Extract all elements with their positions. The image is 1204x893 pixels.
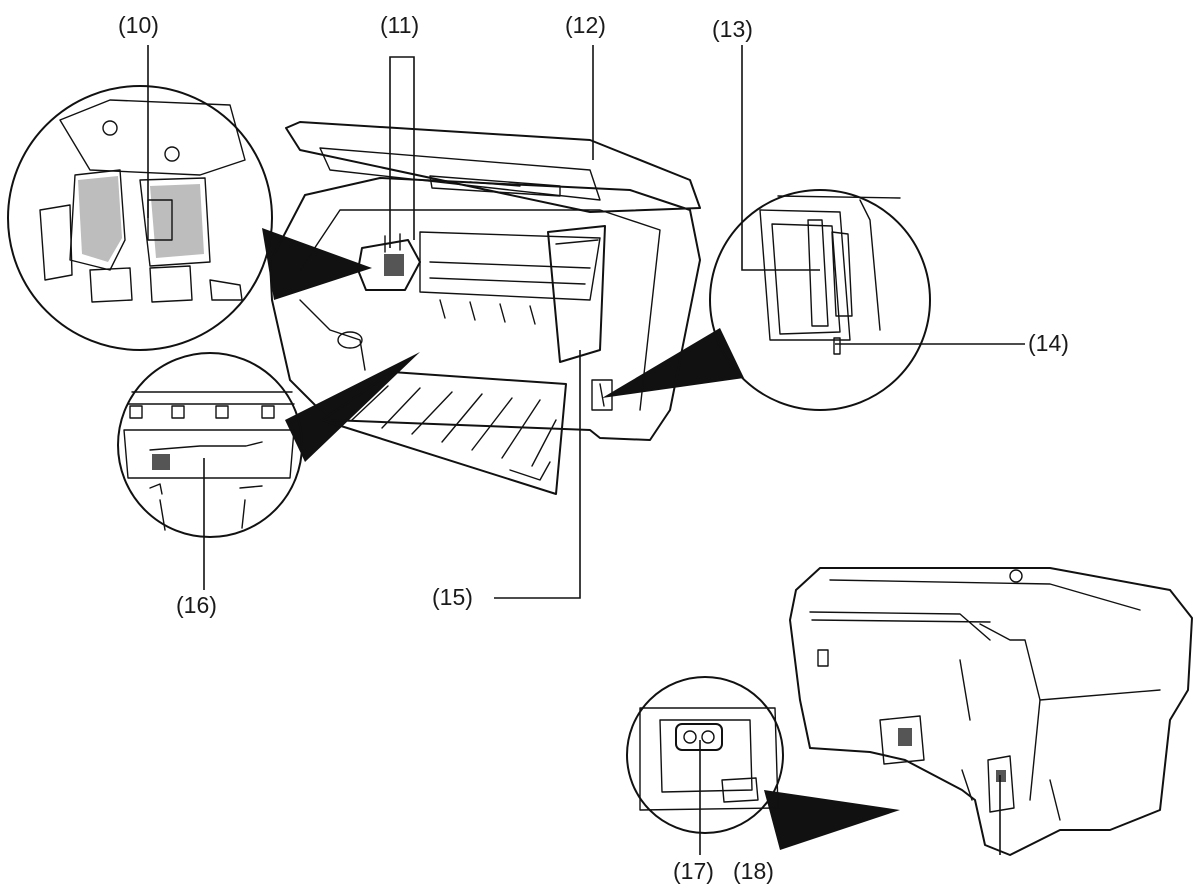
leader-15: [494, 350, 581, 599]
zoom-wedge-paper-path: [285, 352, 420, 462]
leader-11: [389, 56, 415, 248]
callout-18: (18): [733, 858, 774, 884]
callout-14: (14): [1028, 330, 1069, 356]
zoom-wedge-card-slot: [602, 328, 744, 398]
leader-lines: [147, 45, 1025, 855]
zoom-wedge-cartridge: [262, 228, 372, 300]
callout-11: (11): [380, 12, 420, 38]
callout-15: (15): [432, 584, 473, 610]
callout-16: (16): [176, 592, 217, 618]
callout-17: (17): [673, 858, 714, 884]
leader-13: [741, 45, 820, 271]
magnifier-power-connector: [626, 676, 784, 834]
zoom-wedge-power: [764, 790, 900, 850]
magnifier-cartridge-holder: [7, 85, 273, 351]
printer-rear-view: [789, 567, 1193, 856]
magnifier-paper-path: [117, 352, 303, 538]
printer-front-open: [269, 121, 701, 495]
callout-12: (12): [565, 12, 606, 38]
callout-10: (10): [118, 12, 159, 38]
callout-13: (13): [712, 16, 753, 42]
magnifier-card-slot: [709, 189, 931, 411]
